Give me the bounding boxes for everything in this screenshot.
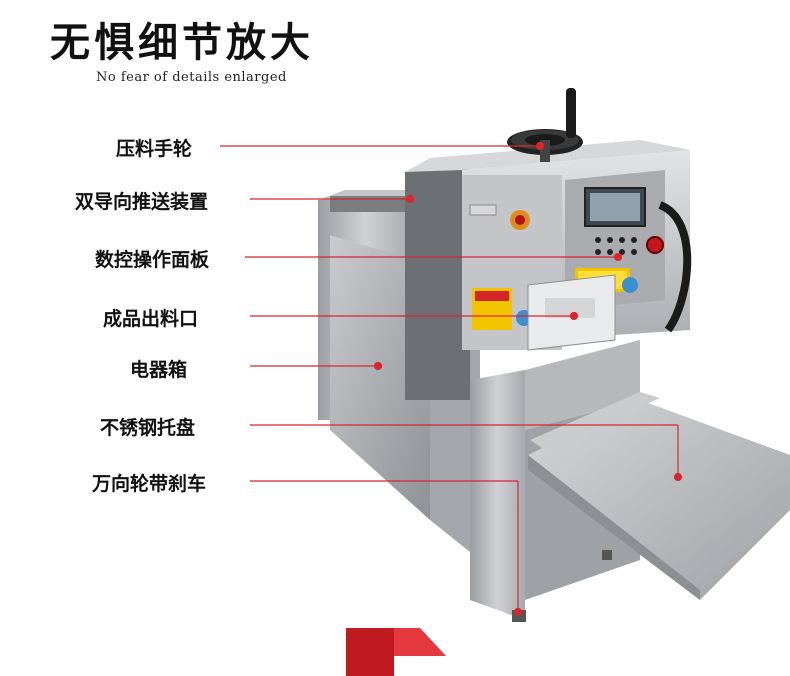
callout-label-hand-wheel: 压料手轮	[116, 138, 193, 160]
callout-label-cnc-panel: 数控操作面板	[95, 249, 210, 271]
callout-label-discharge-outlet: 成品出料口	[103, 308, 199, 330]
callout-label-electrical-box: 电器箱	[130, 359, 188, 381]
warning-labels	[469, 204, 638, 330]
callout-lines	[220, 141, 683, 617]
pressing-hand-wheel	[507, 88, 583, 162]
callout-label-caster-brake: 万向轮带刹车	[92, 473, 207, 495]
control-panel	[565, 170, 665, 310]
callout-label-dual-guide-push: 双导向推送装置	[75, 191, 209, 213]
power-cable	[658, 201, 692, 333]
callout-label-stainless-tray: 不锈钢托盘	[100, 417, 196, 439]
page-subtitle: No fear of details enlarged	[96, 70, 287, 85]
discharge-outlet	[527, 274, 616, 351]
page-title: 无惧细节放大	[50, 19, 314, 66]
decorative-red-corner	[346, 628, 446, 676]
stainless-tray	[528, 392, 790, 600]
